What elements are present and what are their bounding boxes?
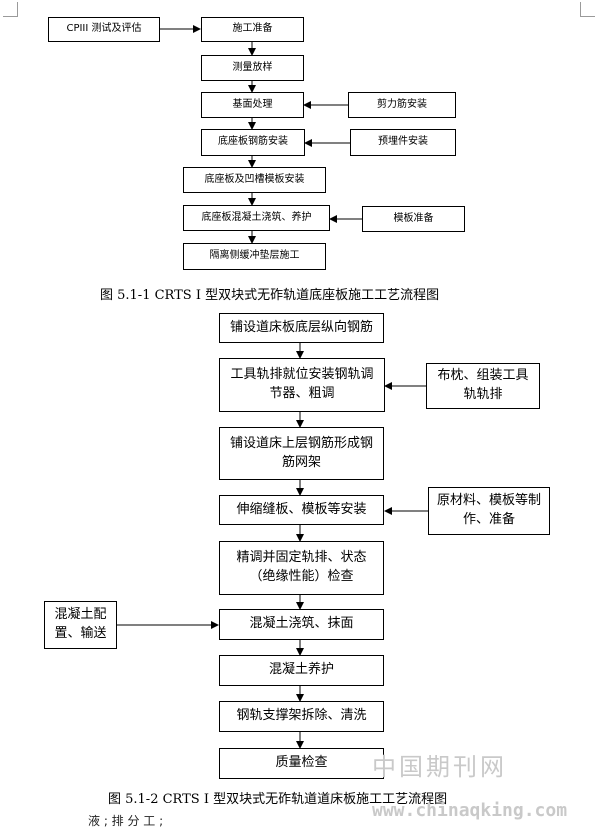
flow1-step-label: 底座板混凝土浇筑、养护	[201, 211, 312, 223]
flow1-step-label: 底座板及凹槽模板安装	[204, 173, 305, 185]
flow2-step-fine-adjust: 精调并固定轨排、状态（绝缘性能）检查	[219, 541, 384, 595]
concrete-supply-label: 混凝土配置、输送	[54, 607, 107, 641]
flow1-step-label: 基面处理	[232, 98, 273, 110]
flow2-step-label: 质量检查	[275, 755, 328, 771]
flow2-step-label: 铺设道床上层钢筋形成钢筋网架	[229, 435, 373, 470]
embedded-parts-label: 预埋件安装	[378, 136, 428, 148]
flow1-step-base-concrete: 底座板混凝土浇筑、养护	[183, 205, 330, 231]
flow2-step-pour-finish: 混凝土浇筑、抹面	[219, 609, 384, 640]
watermark-site-name: 中国期刊网	[372, 753, 507, 781]
flow2-step-curing: 混凝土养护	[219, 655, 384, 686]
shear-rebar-label: 剪力筋安装	[377, 98, 427, 110]
embedded-parts-install-box: 预埋件安装	[350, 129, 456, 156]
crop-mark-top-left	[3, 2, 18, 17]
flow1-step-label: 施工准备	[232, 23, 273, 35]
flow2-step-label: 混凝土养护	[268, 662, 334, 678]
flow2-step-quality-check: 质量检查	[219, 748, 384, 779]
flow1-step-isolation-layer: 隔离侧缓冲垫层施工	[183, 243, 326, 270]
flow1-step-label: 隔离侧缓冲垫层施工	[209, 250, 300, 262]
flow2-step-label: 精调并固定轨排、状态（绝缘性能）检查	[236, 550, 367, 584]
sleeper-assembly-box: 布枕、组装工具轨轨排	[426, 363, 540, 409]
cpiii-test-label: CPIII 测试及评估	[66, 23, 142, 35]
flow2-step-track-panel: 工具轨排就位安装钢轨调节器、粗调	[219, 358, 385, 412]
flow1-step-label: 底座板钢筋安装	[218, 136, 288, 148]
flow1-step-base-treatment: 基面处理	[201, 92, 304, 118]
crop-mark-top-right	[580, 2, 595, 17]
flow1-step-survey-layout: 测量放样	[201, 55, 304, 81]
flow2-step-joint-formwork: 伸缩缝板、模板等安装	[219, 495, 384, 525]
flow1-step-construction-prep: 施工准备	[201, 17, 304, 42]
flow2-step-label: 伸缩缝板、模板等安装	[236, 501, 367, 517]
watermark-url: www.chinaqking.com	[372, 800, 568, 821]
concrete-supply-box: 混凝土配置、输送	[44, 601, 117, 649]
flow2-step-label: 铺设道床板底层纵向钢筋	[229, 319, 373, 335]
shear-rebar-install-box: 剪力筋安装	[348, 92, 456, 118]
figure1-caption: 图 5.1-1 CRTS Ⅰ 型双块式无砟轨道底座板施工工艺流程图	[100, 288, 440, 303]
formwork-prep-label: 模板准备	[393, 212, 434, 224]
flow2-step-label: 钢轨支撑架拆除、清洗	[236, 708, 367, 724]
flow2-step-remove-support: 钢轨支撑架拆除、清洗	[219, 701, 384, 732]
flow1-step-base-rebar: 底座板钢筋安装	[201, 129, 305, 156]
materials-prep-box: 原材料、模板等制作、准备	[428, 487, 550, 535]
formwork-prep-box: 模板准备	[362, 206, 465, 232]
flow1-step-label: 测量放样	[232, 61, 273, 73]
flow2-step-label: 混凝土浇筑、抹面	[249, 616, 354, 632]
flow2-step-bottom-rebar: 铺设道床板底层纵向钢筋	[219, 313, 384, 343]
figure2-caption: 图 5.1-2 CRTS Ⅰ 型双块式无砟轨道道床板施工工艺流程图	[108, 792, 448, 807]
sleeper-assembly-label: 布枕、组装工具轨轨排	[437, 368, 529, 402]
flow2-step-upper-rebar: 铺设道床上层钢筋形成钢筋网架	[219, 427, 384, 480]
flow2-step-label: 工具轨排就位安装钢轨调节器、粗调	[230, 367, 374, 401]
cpiii-test-box: CPIII 测试及评估	[48, 17, 160, 42]
cut-off-body-text: 液 ; 排 分 工 ;	[88, 814, 164, 828]
flow1-step-base-formwork: 底座板及凹槽模板安装	[183, 167, 326, 193]
materials-prep-label: 原材料、模板等制作、准备	[436, 493, 541, 527]
